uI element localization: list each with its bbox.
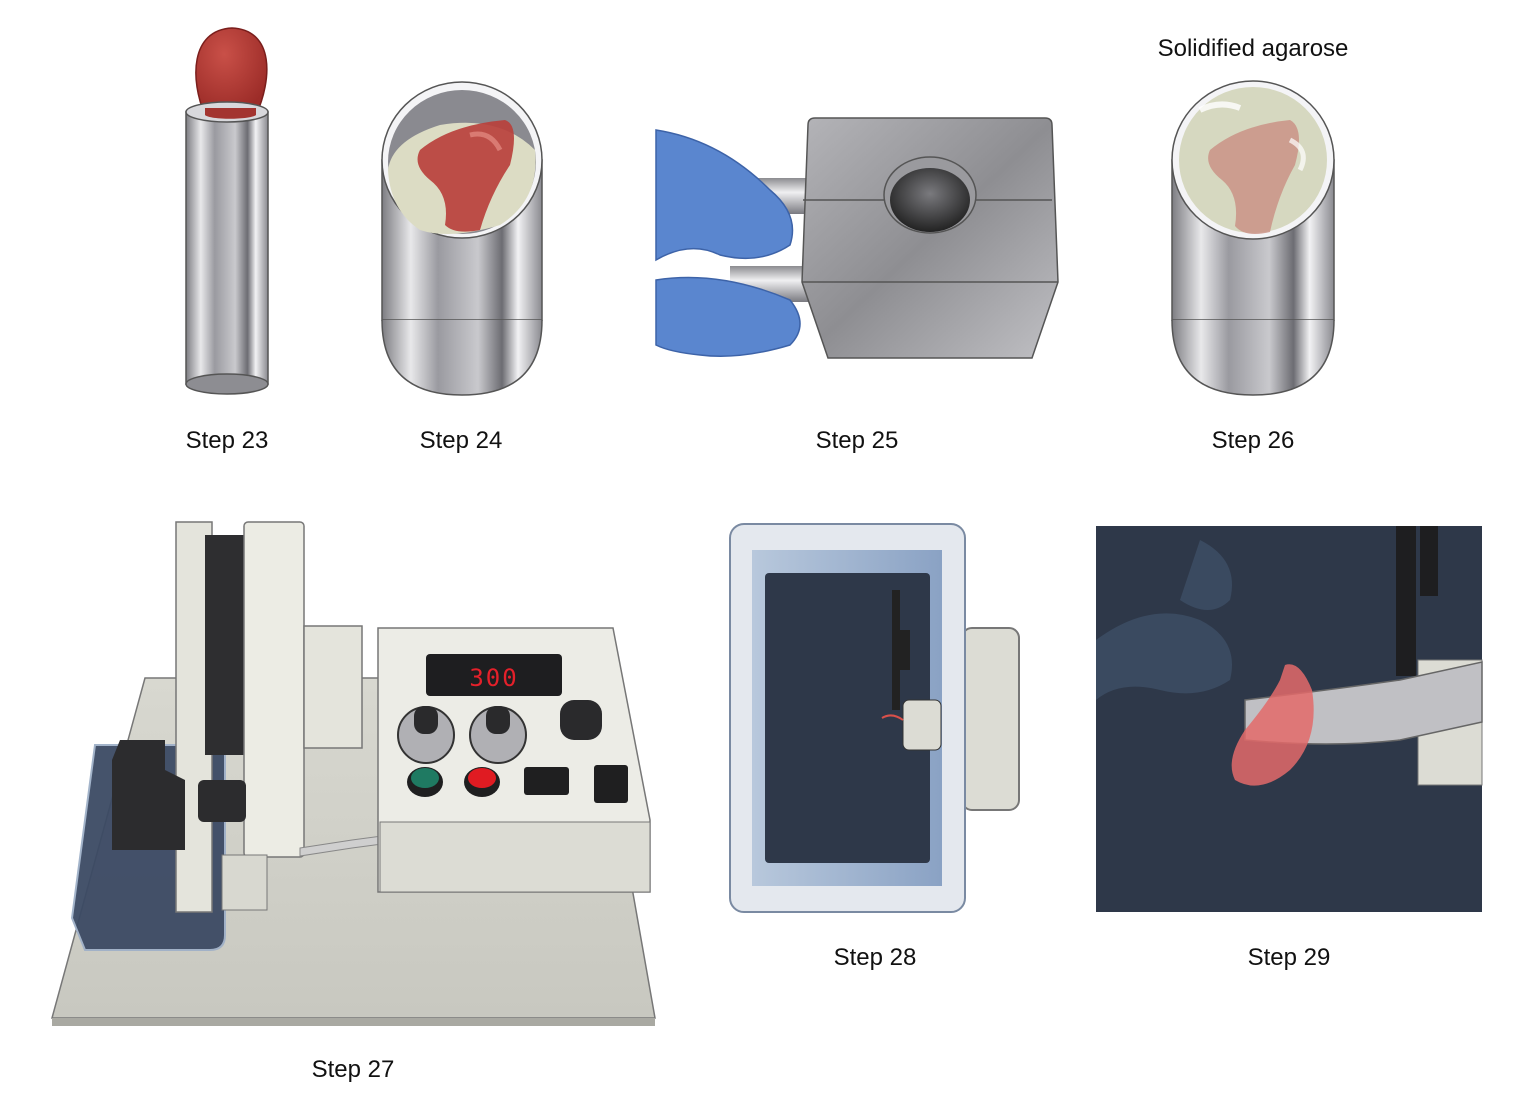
speed-display-value: 300	[469, 664, 519, 692]
red-button	[468, 768, 496, 788]
step23-panel	[0, 0, 269, 395]
step26-label: Step 26	[1211, 427, 1295, 454]
green-button	[411, 768, 439, 788]
step25-panel	[0, 0, 1059, 359]
glove-thumb-icon	[655, 276, 801, 357]
step27-label: Step 27	[311, 1056, 395, 1083]
step23-label: Step 23	[185, 427, 269, 454]
digital-display	[426, 654, 562, 696]
step27-panel: 300	[0, 0, 656, 1026]
dial-knob-icon	[560, 700, 602, 740]
block-hole-icon	[890, 168, 970, 232]
step24-panel	[0, 0, 543, 396]
step29-label: Step 29	[1247, 944, 1331, 971]
step28-label: Step 28	[833, 944, 917, 971]
step24-label: Step 24	[419, 427, 503, 454]
left-knob-icon	[414, 706, 438, 734]
tissue-slice-icon	[1231, 664, 1314, 786]
metal-block-icon	[801, 117, 1059, 359]
rocker-switch-1	[524, 767, 569, 795]
step29-panel	[0, 0, 1483, 912]
step25-label: Step 25	[815, 427, 899, 454]
rocker-switch-2	[594, 765, 628, 803]
glove-finger-icon	[655, 129, 794, 262]
buffer-liquid	[765, 573, 930, 863]
solidified-agarose-annotation: Solidified agarose	[1157, 35, 1349, 62]
step28-panel	[0, 0, 1020, 913]
right-knob-icon	[486, 706, 510, 734]
step26-panel	[0, 0, 1335, 396]
